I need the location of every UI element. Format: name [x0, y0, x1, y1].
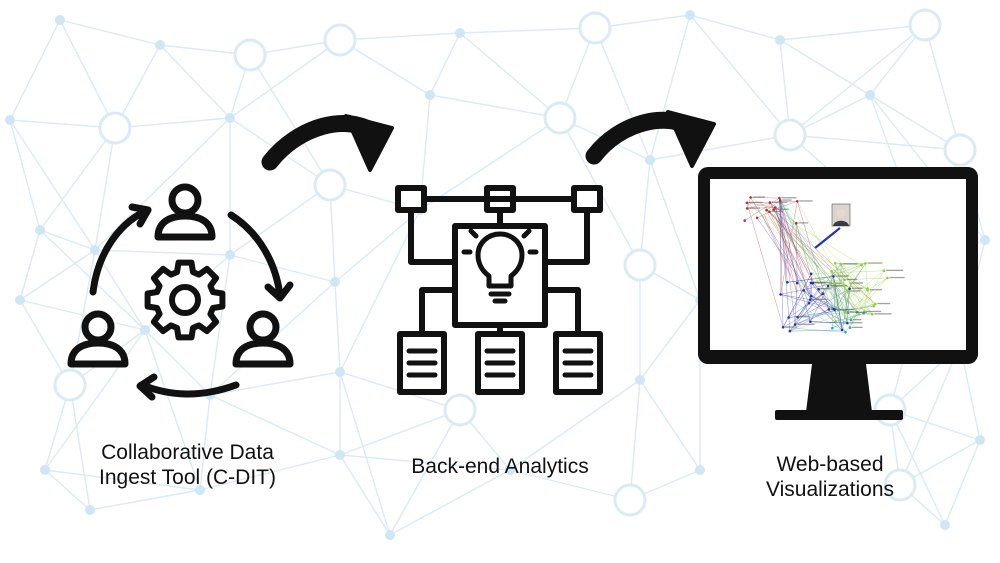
monitor-network-graph-icon — [698, 167, 978, 420]
team-gear-cycle-icon — [67, 183, 294, 401]
network-graph-edges — [744, 197, 888, 333]
curved-arrow-right-icon — [261, 114, 394, 172]
network-graph-nodes — [743, 196, 905, 334]
caption-analytics: Back-end Analytics — [380, 454, 620, 479]
caption-viz: Web-based Visualizations — [720, 452, 940, 502]
caption-line: Web-based — [776, 453, 884, 476]
caption-line: Visualizations — [765, 478, 895, 501]
analytics-flowchart-icon — [395, 185, 603, 395]
caption-cdit: Collaborative Data Ingest Tool (C-DIT) — [60, 440, 315, 490]
curved-arrow-right-icon — [585, 110, 716, 168]
caption-line: Collaborative Data — [101, 441, 274, 464]
caption-line: Ingest Tool (C-DIT) — [99, 466, 276, 489]
caption-line: Back-end Analytics — [411, 455, 589, 478]
background-network-pattern — [5, 8, 990, 540]
